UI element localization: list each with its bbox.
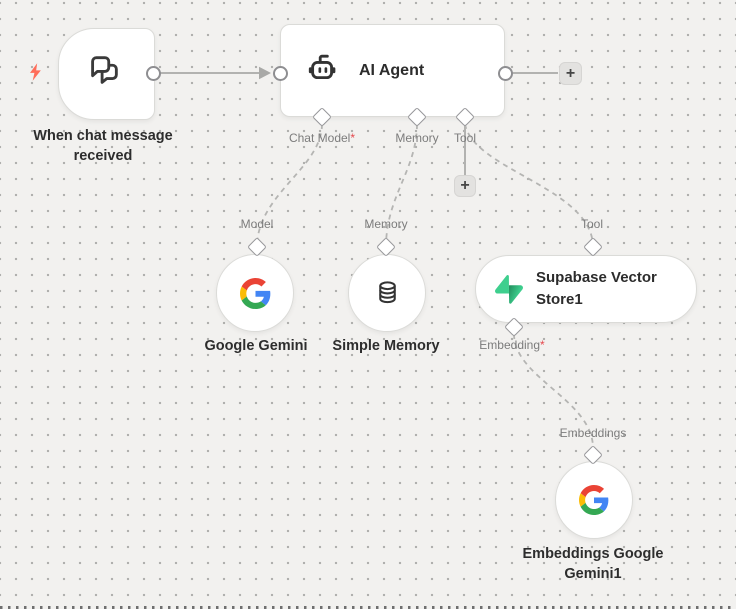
trigger-lightning-icon[interactable]: [26, 61, 46, 83]
chat-trigger-output-port[interactable]: [145, 65, 161, 81]
chat-trigger-node[interactable]: [58, 28, 155, 120]
tool-port-label: Tool: [580, 217, 603, 231]
memory-port-label: Memory: [364, 217, 408, 231]
model-port-label: Model: [240, 217, 274, 231]
canvas-bottom-edge-dots: [0, 606, 736, 609]
embedding-port-text: Embedding: [479, 338, 541, 352]
google-gemini-node[interactable]: [216, 254, 294, 332]
agent-tool-port-label: Tool: [453, 131, 476, 145]
add-node-button[interactable]: +: [559, 62, 582, 85]
ai-agent-title: AI Agent: [359, 61, 425, 79]
google-g-icon: [579, 485, 609, 515]
connection-agent-to-tool[interactable]: [464, 123, 594, 248]
add-tool-button[interactable]: +: [454, 175, 476, 197]
embeddings-google-gemini-node[interactable]: [555, 461, 633, 539]
simple-memory-node[interactable]: [348, 254, 426, 332]
required-asterisk: *: [540, 338, 545, 352]
connection-vector-to-embeddings[interactable]: [513, 333, 594, 449]
ai-agent-input-port[interactable]: [272, 65, 288, 81]
robot-icon: [308, 54, 336, 79]
database-icon: [378, 281, 396, 304]
plus-icon: +: [565, 64, 576, 82]
agent-chat-model-port-text: Chat Model: [288, 131, 351, 145]
chat-trigger-label: When chat message received: [33, 128, 173, 164]
plus-icon: +: [460, 177, 470, 194]
supabase-icon: [495, 274, 523, 304]
google-g-icon: [239, 277, 270, 309]
ai-agent-node[interactable]: AI Agent: [280, 24, 505, 117]
agent-memory-port-label: Memory: [395, 131, 439, 145]
supabase-vector-store-node[interactable]: Supabase Vector Store1: [475, 255, 697, 323]
agent-chat-model-port-label: Chat Model*: [252, 131, 392, 145]
chat-bubbles-icon: [91, 56, 118, 84]
google-gemini-label: Google Gemini: [204, 338, 308, 354]
required-asterisk: *: [350, 131, 356, 145]
connection-agent-to-chat-model[interactable]: [256, 123, 323, 248]
ai-agent-output-port[interactable]: [497, 65, 513, 81]
embeddings-google-gemini-label: Embeddings Google Gemini1: [522, 546, 664, 582]
embedding-port-label: Embedding*: [452, 338, 572, 352]
connection-arrowhead-icon: [259, 66, 271, 80]
supabase-vector-store-title: Supabase Vector Store1: [536, 269, 657, 308]
simple-memory-label: Simple Memory: [332, 338, 440, 354]
embeddings-port-label: Embeddings: [559, 426, 627, 440]
